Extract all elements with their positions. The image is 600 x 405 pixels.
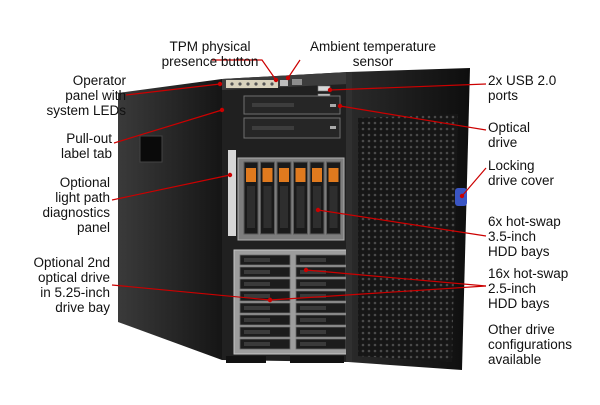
leader-line bbox=[287, 59, 301, 79]
hdd-tray-icon bbox=[295, 278, 347, 290]
callout-hdd-35: 6x hot-swap 3.5-inch HDD bays bbox=[488, 214, 561, 259]
chassis-foot-right bbox=[290, 356, 344, 363]
callout-optical-2nd: Optional 2nd optical drive in 5.25-inch … bbox=[33, 255, 110, 315]
operator-panel-led-icon bbox=[226, 80, 278, 88]
callout-usb-ports: 2x USB 2.0 ports bbox=[488, 73, 557, 103]
leader-dot bbox=[337, 103, 343, 109]
callout-label-tab: Pull-out label tab bbox=[60, 131, 112, 161]
hdd-bays-25 bbox=[239, 254, 347, 350]
hdd-bays-35 bbox=[243, 161, 341, 235]
hdd-tray-icon bbox=[295, 338, 347, 350]
leader-dot bbox=[273, 77, 279, 83]
hdd-tray-icon bbox=[309, 161, 325, 235]
hdd-tray-icon bbox=[239, 314, 291, 326]
hdd-tray-icon bbox=[293, 161, 308, 235]
chassis-foot-left bbox=[226, 356, 266, 363]
hdd-tray-icon bbox=[239, 338, 291, 350]
leader-line bbox=[305, 269, 487, 287]
hdd-tray-icon bbox=[239, 254, 291, 266]
leader-line bbox=[111, 174, 231, 201]
callout-ambient-sensor: Ambient temperature sensor bbox=[309, 39, 437, 69]
leader-dot bbox=[315, 207, 321, 213]
leader-dot bbox=[217, 81, 223, 87]
leader-line bbox=[461, 167, 487, 197]
hdd-tray-icon bbox=[239, 278, 291, 290]
leader-line bbox=[339, 105, 487, 131]
leader-line bbox=[113, 109, 223, 144]
leader-dot bbox=[327, 87, 333, 93]
callout-leader-lines bbox=[111, 59, 487, 303]
leader-dot bbox=[285, 75, 291, 81]
hdd-tray-icon bbox=[276, 161, 292, 235]
chassis-side-handle bbox=[139, 135, 163, 163]
leader-dot bbox=[227, 172, 233, 178]
hdd-tray-icon bbox=[295, 326, 347, 338]
callout-hdd-25: 16x hot-swap 2.5-inch HDD bays bbox=[488, 266, 569, 311]
hdd-tray-icon bbox=[243, 161, 259, 235]
leader-dot bbox=[219, 107, 225, 113]
hdd-tray-icon bbox=[260, 161, 275, 235]
leader-line bbox=[317, 209, 487, 237]
door-hinge-strip bbox=[346, 72, 352, 362]
hdd-tray-icon bbox=[295, 314, 347, 326]
callout-optical-drive: Optical drive bbox=[488, 120, 531, 150]
leader-dot bbox=[459, 193, 465, 199]
leader-dot bbox=[303, 267, 309, 273]
leader-line bbox=[125, 83, 221, 96]
hdd-tray-icon bbox=[295, 266, 347, 278]
leader-line bbox=[269, 285, 487, 301]
callout-light-path: Optional light path diagnostics panel bbox=[42, 175, 110, 235]
chassis-side-panel bbox=[118, 79, 222, 360]
hdd-tray-icon bbox=[295, 254, 347, 266]
hdd-tray-icon bbox=[295, 302, 347, 314]
callout-tpm-button: TPM physical presence button bbox=[161, 39, 259, 69]
hdd-cage-25 bbox=[233, 249, 351, 355]
tpm-button-icon bbox=[280, 80, 288, 86]
hdd-tray-icon bbox=[239, 302, 291, 314]
callout-locking-cover: Locking drive cover bbox=[488, 158, 555, 188]
front-door-mesh bbox=[358, 114, 458, 362]
optical-drive-icon bbox=[243, 95, 341, 115]
hdd-tray-icon bbox=[239, 290, 291, 302]
leader-line bbox=[111, 284, 271, 301]
leader-line bbox=[329, 83, 487, 91]
light-path-panel-icon bbox=[228, 150, 236, 236]
leader-dot bbox=[267, 297, 273, 303]
hdd-tray-icon bbox=[326, 161, 341, 235]
leader-line bbox=[212, 59, 277, 81]
hdd-tray-icon bbox=[239, 266, 291, 278]
ambient-sensor-icon bbox=[292, 79, 302, 85]
callout-operator-panel: Operator panel with system LEDs bbox=[46, 73, 126, 118]
hdd-tray-icon bbox=[239, 326, 291, 338]
optical-drive-icon bbox=[243, 117, 341, 139]
callout-other-configs: Other drive configurations available bbox=[488, 322, 573, 367]
